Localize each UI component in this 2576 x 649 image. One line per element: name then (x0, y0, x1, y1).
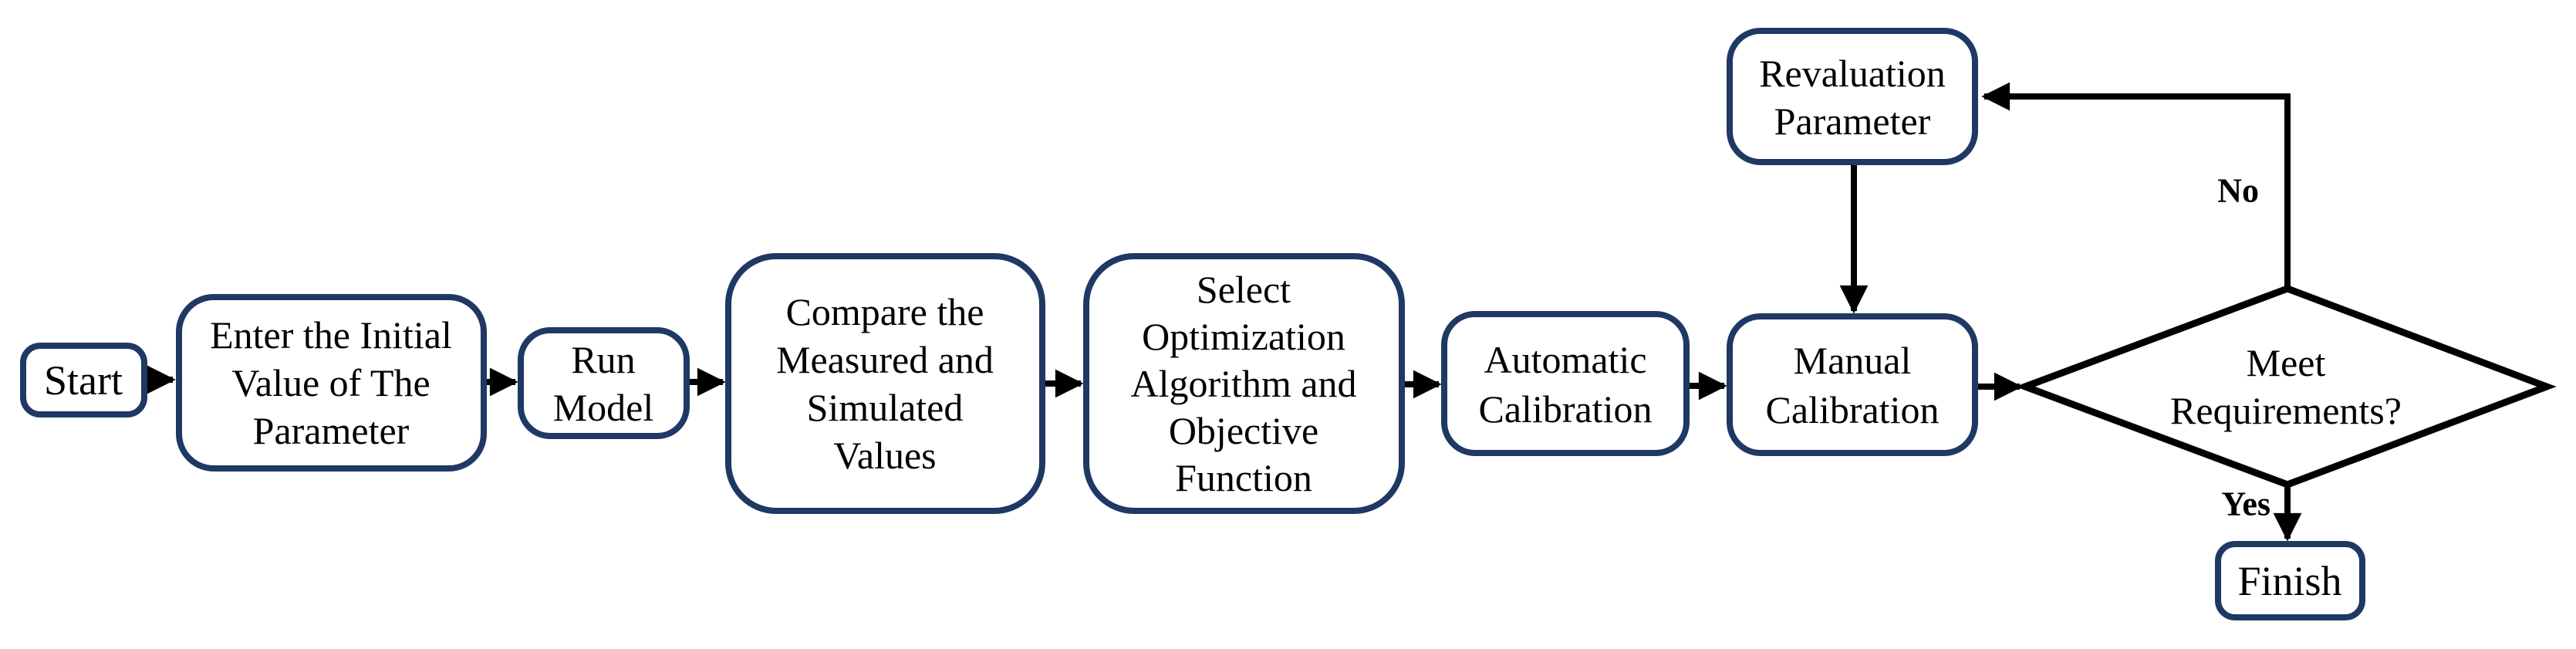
node-manual-box (1727, 313, 1978, 456)
node-revaluation-label-line2: Parameter (1774, 100, 1931, 143)
node-run-label-line1: Run (571, 338, 635, 381)
node-revaluation-label-line1: Revaluation (1759, 52, 1946, 95)
node-automatic-calibration: Automatic Calibration (1441, 311, 1690, 456)
node-manual-label-line2: Calibration (1766, 388, 1940, 431)
node-finish: Finish (2215, 541, 2365, 620)
node-automatic-label-line2: Calibration (1479, 387, 1653, 431)
node-start-label: Start (44, 357, 123, 404)
node-decision-label-line2: Requirements? (2170, 389, 2402, 432)
node-select-label-line4: Objective (1169, 409, 1318, 452)
node-revaluation-box (1727, 28, 1978, 165)
node-enter-label-line2: Value of The (231, 361, 430, 404)
connectors (144, 82, 2302, 542)
node-run-label-line2: Model (553, 386, 654, 429)
node-manual-label-line1: Manual (1794, 339, 1912, 382)
node-enter-label-line3: Parameter (253, 409, 410, 452)
node-start: Start (20, 343, 147, 417)
node-enter-box (176, 294, 487, 472)
node-compare-label-line4: Values (833, 434, 936, 477)
node-select-label-line5: Function (1175, 456, 1312, 499)
node-compare-label-line3: Simulated (807, 386, 964, 429)
node-decision-label-line1: Meet (2247, 341, 2326, 384)
arrow-decision-no-to-revaluation (1981, 82, 2291, 289)
node-compare-label-line1: Compare the (786, 290, 984, 333)
node-finish-box (2215, 541, 2365, 620)
node-select-label-line3: Algorithm and (1130, 362, 1356, 405)
node-finish-label: Finish (2237, 558, 2341, 604)
node-automatic-label-line1: Automatic (1484, 338, 1646, 381)
node-select-box (1083, 253, 1405, 514)
node-manual-calibration: Manual Calibration (1727, 313, 1978, 456)
node-start-box (20, 343, 147, 417)
node-revaluation-parameter: Revaluation Parameter (1727, 28, 1978, 165)
edge-label-no: No (2217, 172, 2259, 210)
node-decision-meet-requirements: Meet Requirements? (2015, 285, 2557, 488)
node-compare-label-line2: Measured and (776, 338, 994, 381)
node-run-model: Run Model (518, 327, 690, 439)
node-select-optimization: Select Optimization Algorithm and Object… (1083, 253, 1405, 514)
node-run-box (518, 327, 690, 439)
edge-label-yes: Yes (2221, 485, 2270, 523)
node-select-label-line1: Select (1197, 268, 1291, 311)
node-enter-label-line1: Enter the Initial (210, 313, 452, 357)
node-enter-initial-value: Enter the Initial Value of The Parameter (176, 294, 487, 472)
node-select-label-line2: Optimization (1142, 315, 1345, 358)
node-automatic-box (1441, 311, 1690, 456)
node-decision-diamond (2015, 285, 2557, 488)
node-compare-values: Compare the Measured and Simulated Value… (725, 253, 1045, 514)
node-compare-box (725, 253, 1045, 514)
